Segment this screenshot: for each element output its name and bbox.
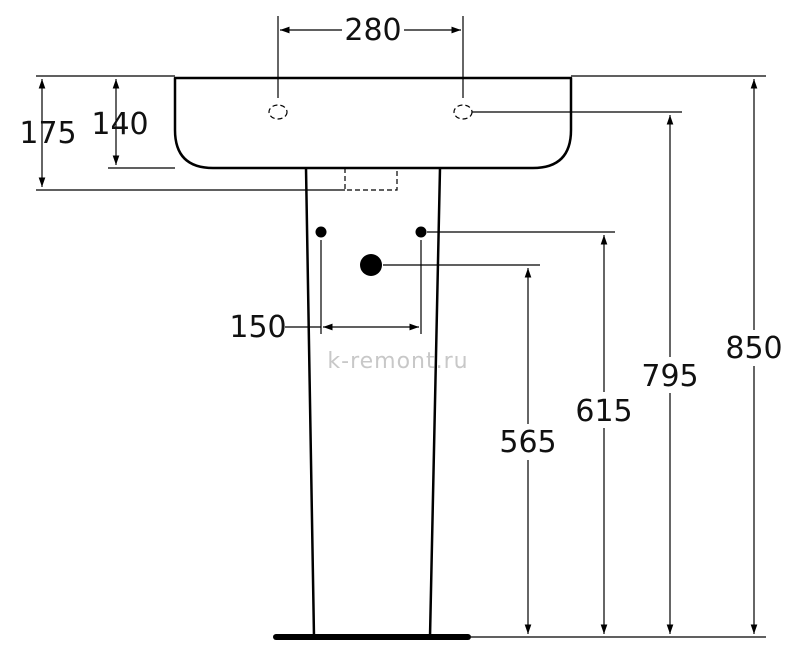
watermark-text: k-remont.ru [327, 349, 468, 374]
dim-850-label: 850 [725, 331, 782, 366]
dim-supply-spacing: 150 [229, 240, 422, 345]
tap-hole-left [268, 104, 288, 120]
dim-tap-hole-height: 795 [472, 111, 702, 634]
dim-565-label: 565 [499, 425, 556, 460]
tap-hole-right [453, 104, 473, 120]
dim-waste-height: 565 [383, 264, 560, 634]
dim-tap-hole-spacing: 280 [277, 13, 464, 98]
dim-615-label: 615 [575, 394, 632, 429]
dim-total-height: 850 [471, 75, 786, 638]
pedestal-outline [304, 167, 442, 638]
dim-175-label: 175 [19, 116, 76, 151]
basin-outline [173, 76, 573, 170]
dim-supply-height: 615 [427, 231, 636, 634]
pedestal-base [273, 634, 471, 640]
dim-basin-heights: 175 140 [19, 75, 345, 191]
dim-280-label: 280 [344, 13, 401, 48]
supply-pipe-left [315, 226, 327, 238]
supply-pipe-right [415, 226, 427, 238]
waste-pipe [360, 254, 382, 276]
waste-outlet [344, 168, 398, 191]
dim-140-label: 140 [91, 107, 148, 142]
dim-150-label: 150 [229, 310, 286, 345]
dim-795-label: 795 [641, 359, 698, 394]
